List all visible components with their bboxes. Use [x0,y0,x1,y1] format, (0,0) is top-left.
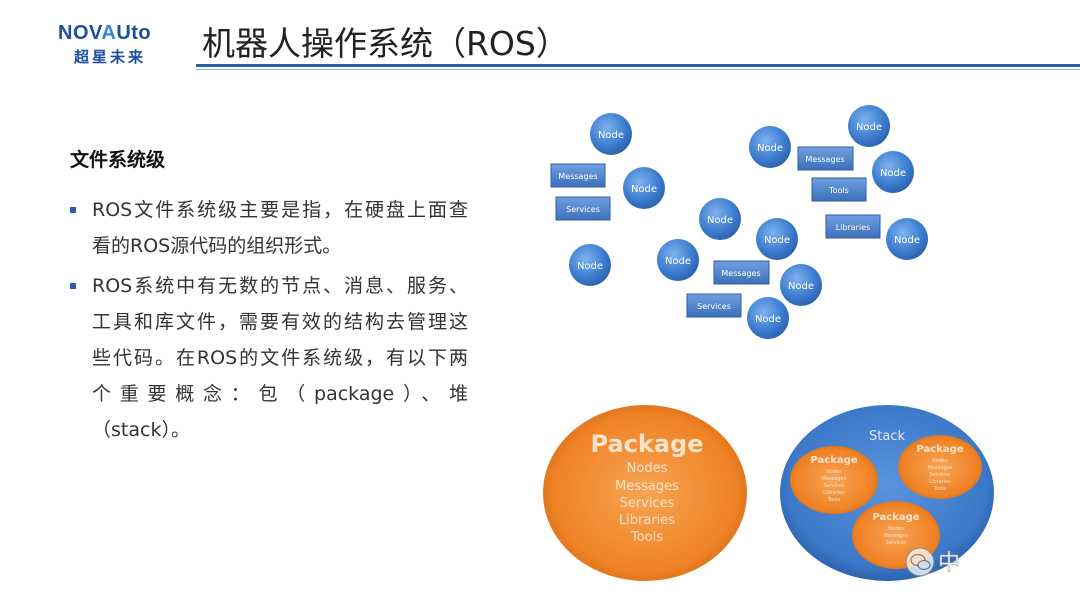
logo-wordmark: NOVAUto [58,22,178,44]
logo-text-a: NOV [58,22,102,44]
bullet-item: ROS系统中有无数的节点、消息、服务、 工具和库文件，需要有效的结构去管理这 些… [68,268,468,448]
node-circle: Node [747,297,789,339]
node-circle: Node [569,244,611,286]
messages-box: Messages [713,260,770,285]
tools-box: Tools [811,177,867,202]
box-label: Libraries [836,223,871,232]
node-circle: Node [756,218,798,260]
bullet-marker [70,283,76,289]
bullet-marker [70,207,76,213]
inner-package-title: Package [916,444,963,455]
node-label: Node [598,130,624,141]
inner-package: Package Nodes Messages Services Librarie… [790,446,878,514]
messages-box: Messages [550,163,606,188]
inner-package-item: Services [885,540,906,546]
package-stack-diagram: Package Nodes Messages Services Librarie… [543,405,994,581]
inner-package-item: Libraries [929,479,951,485]
box-label: Messages [558,172,597,181]
title-underline-thin [196,69,1080,70]
node-circle: Node [749,126,791,168]
logo-subtitle: 超星未来 [74,48,147,66]
company-logo: NOVAUto 超星未来 [58,22,178,67]
box-label: Tools [828,186,849,195]
watermark-text: 中 [938,551,960,576]
package-title: Package [591,430,704,458]
inner-package-item: Tools [827,497,841,503]
wechat-icon [905,547,935,577]
bullet-line: 些代码。在ROS的文件系统级，有以下两 [92,347,468,369]
box-label: Services [697,302,731,311]
bullet-line: ROS系统中有无数的节点、消息、服务、 [92,275,468,297]
bullet-line: （stack）。 [92,419,190,441]
bullet-line: ROS文件系统级主要是指，在硬盘上面查 [92,199,468,221]
node-label: Node [755,314,781,325]
node-label: Node [788,281,814,292]
bullet-item: ROS文件系统级主要是指，在硬盘上面查 看的ROS源代码的组织形式。 [68,192,468,264]
inner-package-item: Services [929,472,950,478]
box-label: Services [566,205,600,214]
bullet-line: 个重要概念：包（package）、堆 [92,383,468,405]
node-label: Node [757,143,783,154]
inner-package-item: Nodes [888,526,904,532]
services-box: Services [686,293,742,318]
services-box: Services [555,196,611,221]
section-heading: 文件系统级 [70,149,166,171]
node-circle: Node [886,218,928,260]
inner-package-item: Services [823,483,844,489]
node-label: Node [880,168,906,179]
package-ellipse: Package Nodes Messages Services Librarie… [543,405,747,581]
node-circle: Node [872,151,914,193]
stack-circle: Stack Package Nodes Messages Services Li… [780,405,994,581]
node-label: Node [764,235,790,246]
ros-node-diagram: Node Node Node Node Node Node Node Node … [550,105,928,339]
inner-package-item: Messages [928,465,953,471]
inner-package-item: Messages [884,533,909,539]
node-circle: Node [657,239,699,281]
bullet-line: 看的ROS源代码的组织形式。 [92,235,342,257]
inner-package: Package Nodes Messages Services Librarie… [898,435,982,499]
logo-text-v: A [101,22,117,44]
bullet-list: ROS文件系统级主要是指，在硬盘上面查 看的ROS源代码的组织形式。 ROS系统… [68,192,468,452]
package-item: Messages [615,479,679,494]
package-item: Services [620,496,675,511]
slide-title: 机器人操作系统（ROS） [202,24,569,63]
libraries-box: Libraries [825,214,881,239]
messages-box: Messages [797,146,854,171]
stack-title: Stack [869,429,905,444]
bullet-line: 工具和库文件，需要有效的结构去管理这 [92,311,468,333]
node-label: Node [894,235,920,246]
node-circle: Node [623,167,665,209]
box-label: Messages [805,155,844,164]
node-circle: Node [590,113,632,155]
inner-package-title: Package [872,512,919,523]
node-label: Node [577,261,603,272]
package-item: Tools [630,530,663,545]
inner-package-item: Nodes [826,469,842,475]
package-item: Libraries [619,513,675,528]
inner-package-item: Libraries [823,490,845,496]
inner-package-item: Nodes [932,458,948,464]
title-underline [196,64,1080,67]
node-label: Node [707,215,733,226]
box-label: Messages [721,269,760,278]
logo-text-b: Uto [116,22,152,44]
node-label: Node [631,184,657,195]
inner-package-title: Package [810,455,857,466]
node-circle: Node [848,105,890,147]
inner-package-item: Tools [933,486,947,492]
wechat-watermark: 中 [905,547,960,577]
node-circle: Node [780,264,822,306]
node-label: Node [856,122,882,133]
node-circle: Node [699,198,741,240]
inner-package-item: Messages [822,476,847,482]
node-label: Node [665,256,691,267]
package-item: Nodes [627,461,668,476]
